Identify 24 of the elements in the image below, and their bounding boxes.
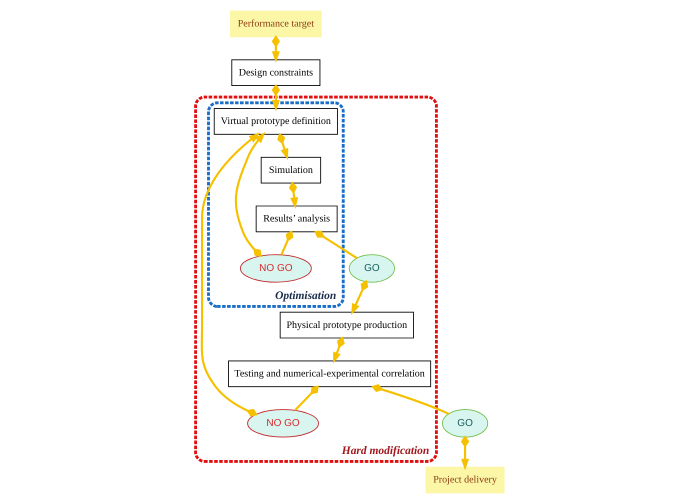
- arrow: [276, 132, 288, 160]
- arrow: [460, 435, 469, 470]
- arrow: [271, 84, 280, 112]
- node-ellipse: GO: [441, 409, 488, 438]
- connector: [370, 384, 449, 415]
- arrow: [288, 181, 298, 209]
- node-box: Physical prototype production: [279, 312, 414, 338]
- arrow: [234, 132, 265, 258]
- node-box: Results’ analysis: [255, 206, 338, 232]
- connector: [280, 230, 293, 256]
- node-box: Testing and numerical-experimental correlation: [228, 360, 431, 388]
- arrow: [271, 35, 280, 63]
- arrow: [200, 132, 260, 417]
- node-box: Simulation: [260, 156, 321, 184]
- connector: [314, 230, 357, 259]
- connector: [294, 386, 318, 411]
- node-box: Design constraints: [230, 59, 320, 86]
- node-box: Project delivery: [425, 466, 504, 494]
- node-box: Virtual prototype definition: [213, 108, 338, 135]
- node-ellipse: NO GO: [239, 254, 312, 283]
- node-box: Performance target: [229, 10, 322, 38]
- arrow: [350, 280, 368, 316]
- node-ellipse: GO: [348, 254, 394, 283]
- arrow: [332, 336, 344, 364]
